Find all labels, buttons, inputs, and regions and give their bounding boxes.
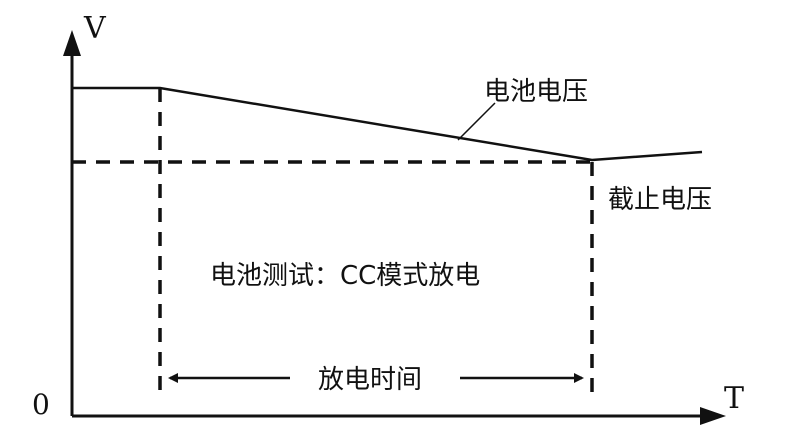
test-mode-label: 电池测试：CC模式放电	[210, 261, 480, 291]
y-axis-label: V	[83, 11, 107, 46]
battery-voltage-leader	[457, 102, 496, 141]
y-axis-arrow	[63, 30, 81, 56]
cutoff-voltage-label: 截止电压	[608, 185, 712, 215]
discharge-time-label: 放电时间	[318, 365, 422, 395]
battery-voltage-label: 电池电压	[484, 77, 588, 107]
origin-label: 0	[32, 388, 50, 421]
x-axis-label: T	[724, 381, 744, 416]
x-axis-arrow	[700, 407, 726, 425]
battery-voltage-curve	[72, 86, 703, 162]
